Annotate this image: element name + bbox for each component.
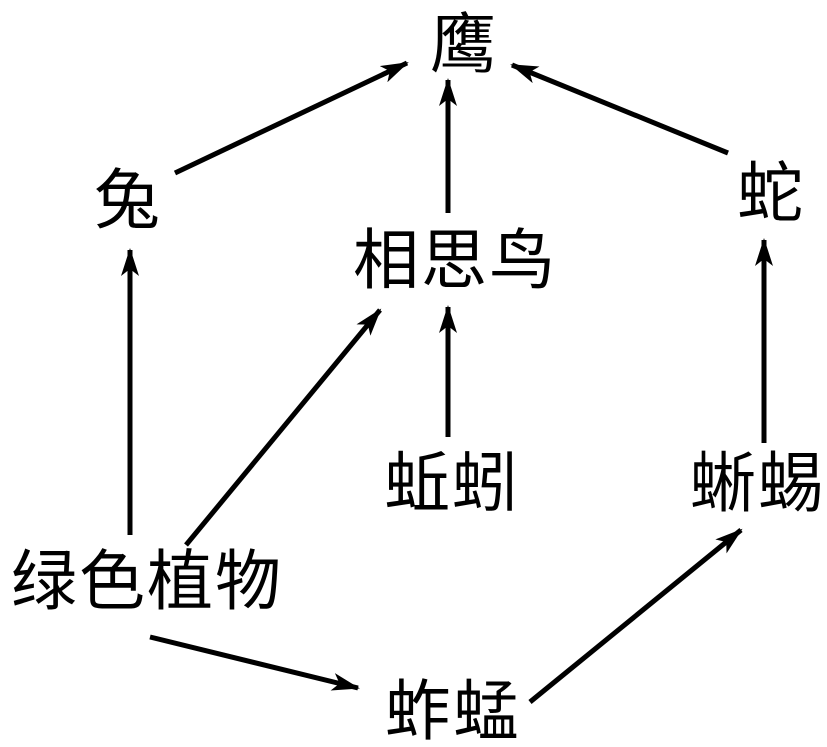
- node-rabbit: 兔: [94, 162, 162, 239]
- node-earthworm: 蚯蚓: [384, 445, 520, 522]
- node-snake: 蛇: [737, 155, 805, 232]
- node-eagle: 鹰: [430, 6, 498, 83]
- node-green-plants: 绿色植物: [11, 543, 283, 620]
- node-leiothrix-bird: 相思鸟: [353, 222, 557, 299]
- arrow-rabbit-to-eagle: [173, 60, 409, 176]
- arrow-grasshopper-to-lizard: [528, 528, 743, 704]
- arrow-green-plants-to-grasshopper: [149, 634, 360, 691]
- arrow-snake-to-eagle: [510, 62, 729, 156]
- node-lizard: 蜥蜴: [690, 445, 826, 522]
- arrow-green-plants-to-leiothrix: [184, 308, 382, 547]
- node-grasshopper: 蚱蜢: [385, 673, 521, 747]
